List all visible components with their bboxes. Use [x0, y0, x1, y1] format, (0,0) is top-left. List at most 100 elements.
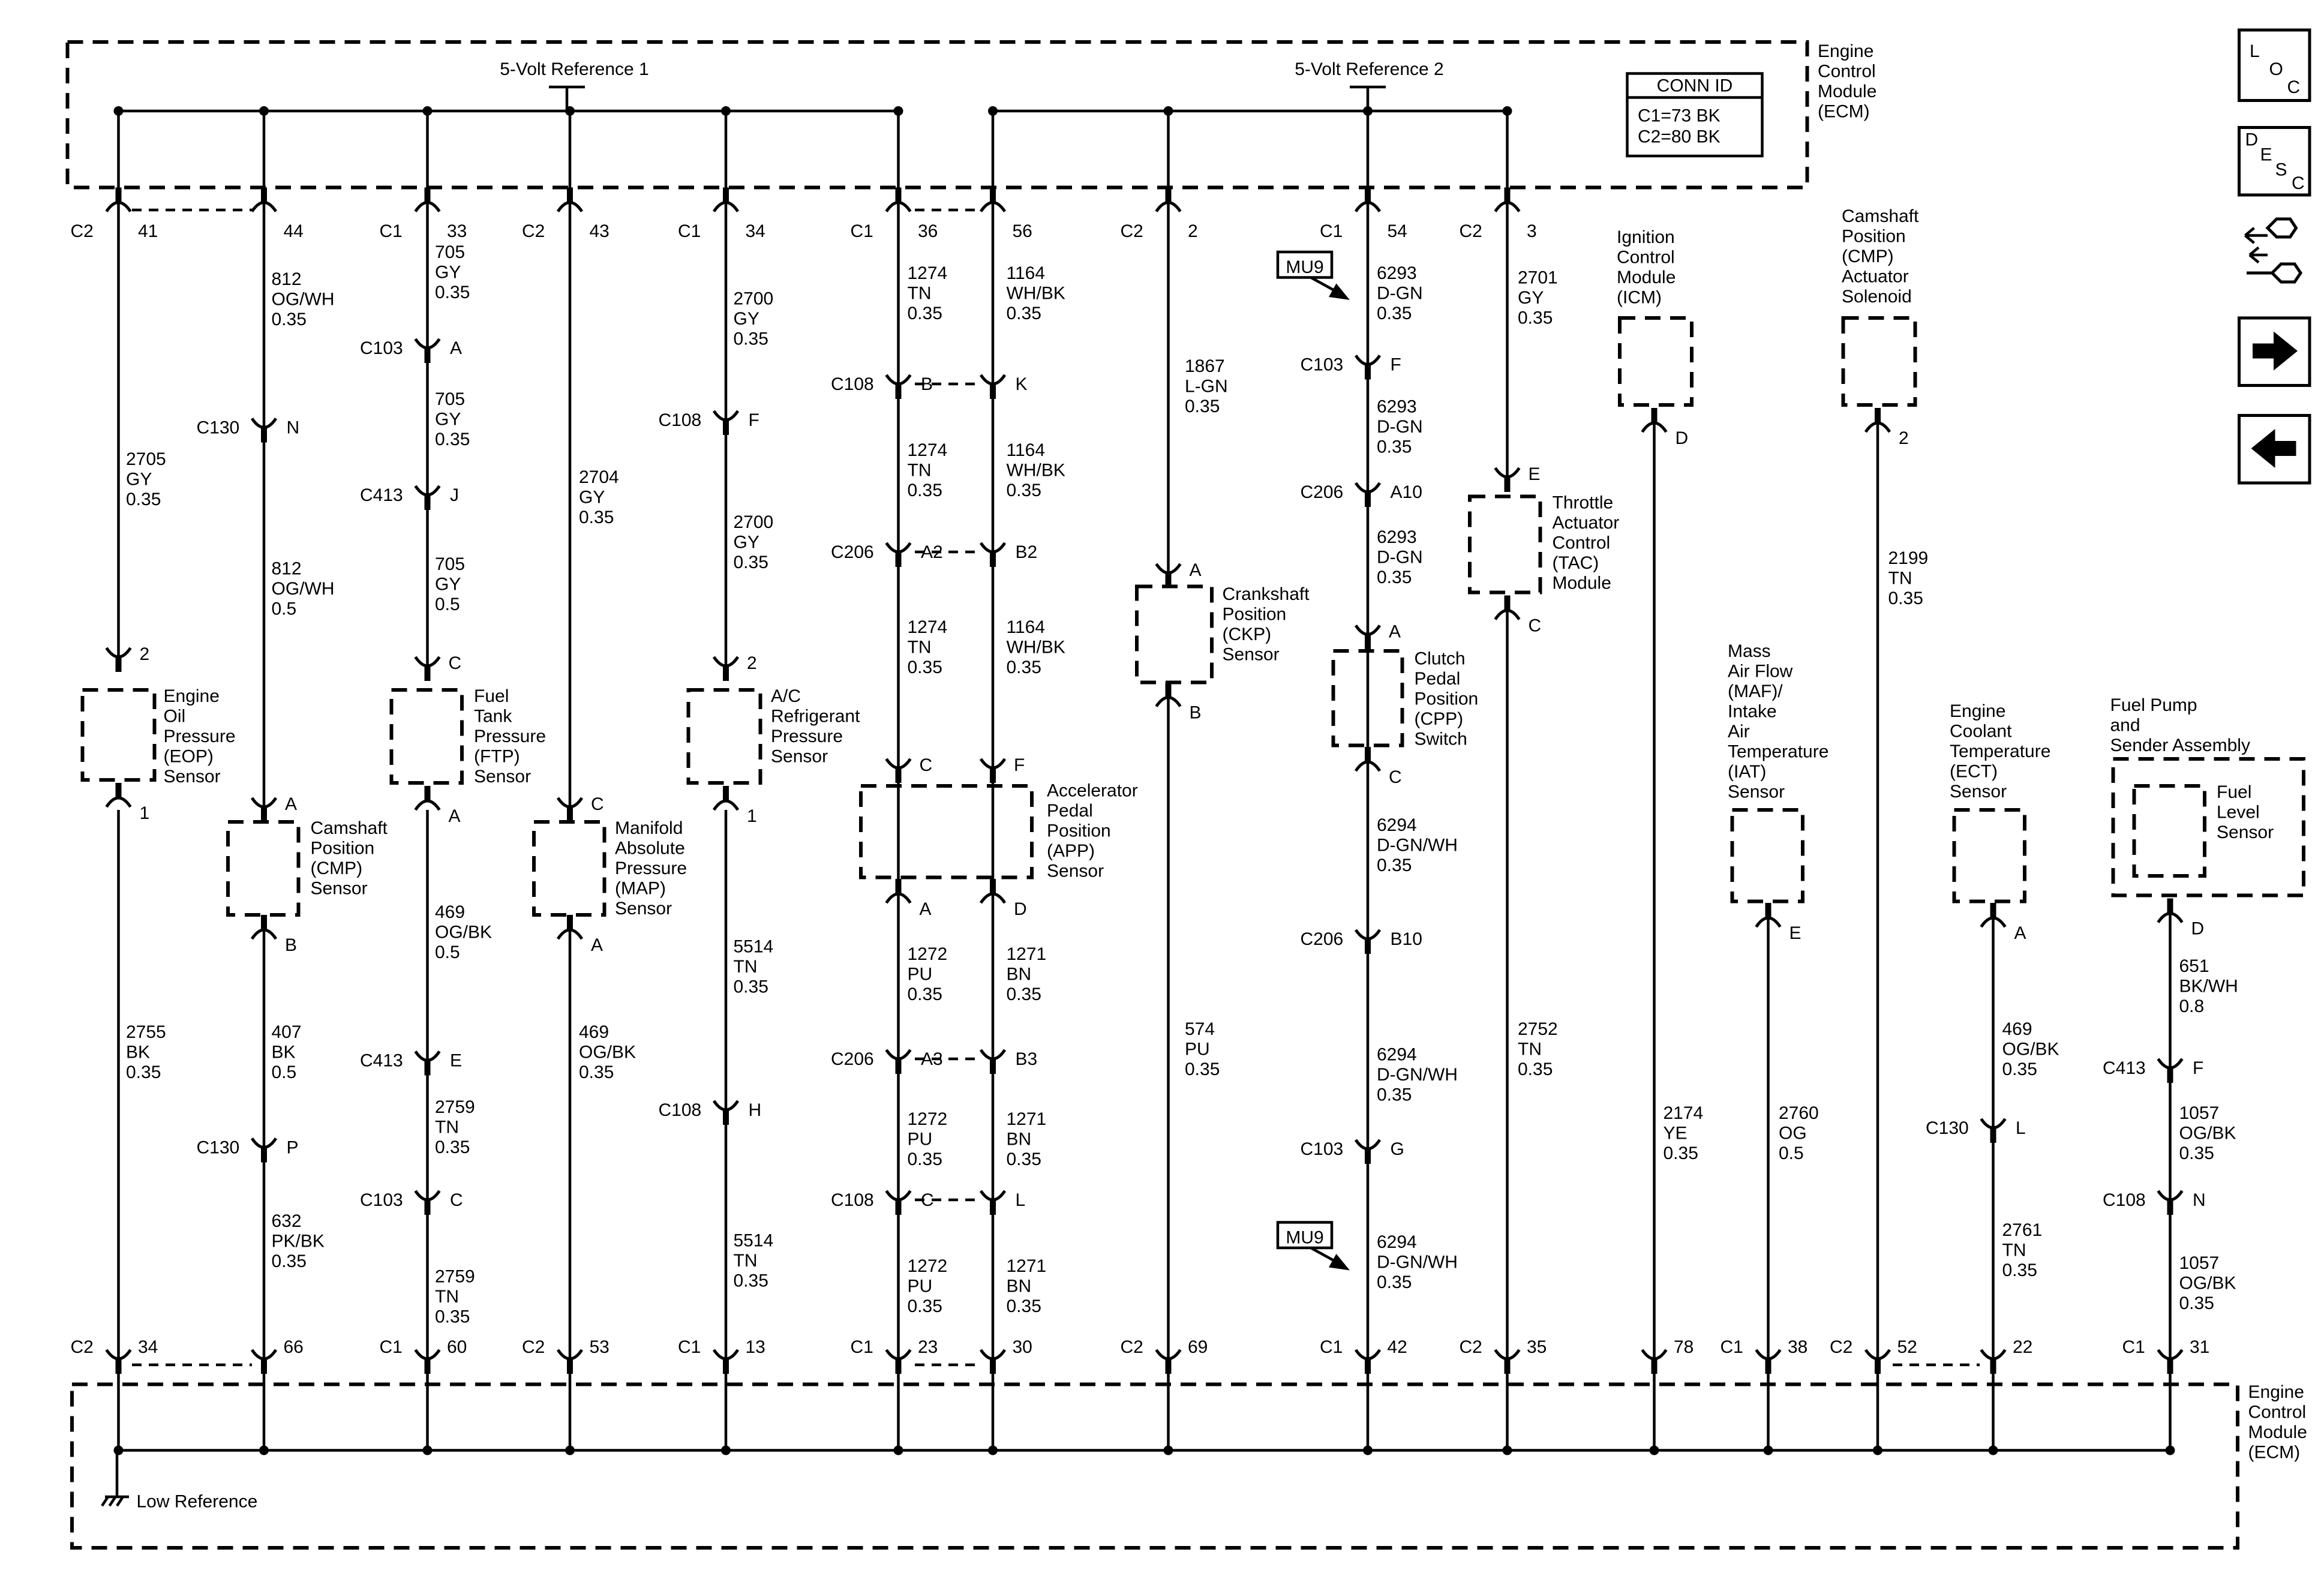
eop-box	[80, 688, 157, 782]
component-pin	[2157, 912, 2184, 923]
ground-hatch	[116, 1496, 124, 1507]
wire-label: BK	[126, 1043, 150, 1062]
ecm-top-frame	[65, 40, 1809, 190]
connector-pin	[1165, 682, 1172, 698]
wire-label: 1274	[908, 263, 948, 283]
connector-pin	[990, 1200, 996, 1215]
component-pin-label: 2	[747, 653, 757, 673]
inline-connector-pin: E	[450, 1051, 462, 1071]
component-name-maf: Mass	[1728, 641, 1771, 661]
connector-pin	[895, 384, 902, 399]
wire-label: 0.35	[908, 984, 942, 1004]
wire-label: 0.8	[2179, 996, 2205, 1016]
inline-connector-id: C206	[831, 1049, 874, 1069]
connector-pin	[261, 915, 267, 930]
wire-label: 0.35	[2002, 1059, 2037, 1079]
conn-id-box	[1626, 72, 1764, 158]
wire-label: TN	[908, 284, 932, 304]
component-pin	[1864, 421, 1891, 433]
arrow-left-icon	[2251, 429, 2296, 468]
wire-label: BN	[1007, 1130, 1032, 1149]
ecm-connector-id: C2	[71, 1337, 94, 1357]
component-pin	[1755, 916, 1782, 928]
component-name-icm: Module	[1617, 268, 1676, 287]
connector-pin	[1651, 408, 1658, 423]
component-pin	[556, 928, 584, 940]
component-name-cpp: Switch	[1415, 730, 1467, 749]
desc-letter: D	[2245, 130, 2259, 150]
loc-button[interactable]	[2238, 28, 2311, 102]
ecm-pin-number: 41	[138, 221, 158, 241]
ecm-connector-id: C1	[380, 1337, 403, 1357]
component-pin	[979, 892, 1007, 904]
component-pin	[1980, 916, 2007, 928]
wire-label: WH/BK	[1007, 638, 1065, 658]
inline-connector-pin: K	[1016, 374, 1028, 394]
ecm-top-name: Engine	[1818, 41, 1873, 61]
ecm-pin-number: 3	[1527, 221, 1537, 241]
connector-pin	[1990, 1359, 1996, 1374]
component-name-eop: (EOP)	[164, 747, 214, 767]
component-name-fuellevel: Sensor	[2217, 822, 2274, 842]
inline-connector-pin: L	[1016, 1190, 1026, 1210]
wire-label: D-GN	[1377, 284, 1423, 304]
connector-pin	[1365, 1149, 1371, 1164]
ecm-top-pin	[556, 201, 584, 212]
component-pin-label: E	[1789, 923, 1801, 943]
component-name-ect: (ECT)	[1950, 762, 1998, 782]
wire-label: 0.35	[126, 490, 161, 509]
inline-connector-pin: B	[921, 374, 933, 394]
wire-label: 0.35	[2002, 1260, 2037, 1280]
connector-pin	[895, 552, 902, 567]
connector-pin	[567, 187, 573, 203]
ecm-top-pin	[712, 201, 740, 212]
harness-arrow-left	[2244, 227, 2268, 244]
ecm-pin-number: 35	[1527, 1337, 1547, 1357]
wire-label: 705	[435, 242, 465, 262]
wire-label: 0.35	[1007, 984, 1041, 1004]
component-name-ckp: Position	[1223, 605, 1287, 625]
connector-pin	[2167, 898, 2173, 914]
ecm-top-name: (ECM)	[1818, 102, 1870, 122]
wire-label: 2705	[126, 449, 166, 469]
component-name-ckp: Crankshaft	[1223, 584, 1310, 604]
connector-pin	[990, 879, 996, 894]
component-name-fuelpump: Sender Assembly	[2110, 736, 2250, 755]
component-pin	[1494, 609, 1521, 620]
wire-label: 0.35	[1377, 437, 1412, 457]
wire-label: 2755	[126, 1022, 166, 1042]
connector-pin	[115, 1359, 122, 1374]
wire-label: 0.35	[908, 481, 942, 500]
option-tag-arrowhead	[1329, 1254, 1350, 1271]
inline-connector-id: C103	[1301, 355, 1344, 375]
wire-label: GY	[1518, 288, 1544, 308]
component-name-map: Absolute	[615, 839, 685, 858]
wire-label: GY	[734, 533, 759, 553]
connector-pin	[1365, 634, 1371, 650]
wire-label: D-GN	[1377, 548, 1423, 568]
wire-label: 5514	[734, 1231, 774, 1251]
ecm-pin-number: 66	[284, 1337, 304, 1357]
wire-label: 812	[272, 559, 302, 579]
desc-button[interactable]	[2238, 126, 2311, 197]
wire-label: 0.35	[1377, 568, 1412, 587]
component-name-cmpsol: Actuator	[1842, 267, 1909, 287]
component-name-ckp: (CKP)	[1223, 625, 1272, 644]
wire-label: 6293	[1377, 263, 1417, 283]
inline-connector-pin: H	[749, 1100, 762, 1120]
loc-letter: L	[2250, 41, 2260, 61]
connector-pin	[990, 1359, 996, 1374]
wire-label: 2752	[1518, 1019, 1558, 1039]
ecm-pin-number: 44	[284, 221, 304, 241]
inline-connector-id: C130	[197, 1138, 240, 1158]
inline-connector-id: C103	[360, 338, 403, 358]
component-name-maf: Temperature	[1728, 742, 1828, 762]
ecm-top-pin	[250, 201, 278, 212]
component-name-icm: Ignition	[1617, 227, 1675, 247]
wire-label: 6293	[1377, 527, 1417, 547]
harness-icon[interactable]	[2244, 217, 2303, 284]
connector-pin	[1990, 903, 1996, 918]
ecm-connector-id: C1	[851, 1337, 873, 1357]
connector-pin	[115, 783, 122, 798]
wire-label: OG/BK	[2179, 1124, 2236, 1143]
